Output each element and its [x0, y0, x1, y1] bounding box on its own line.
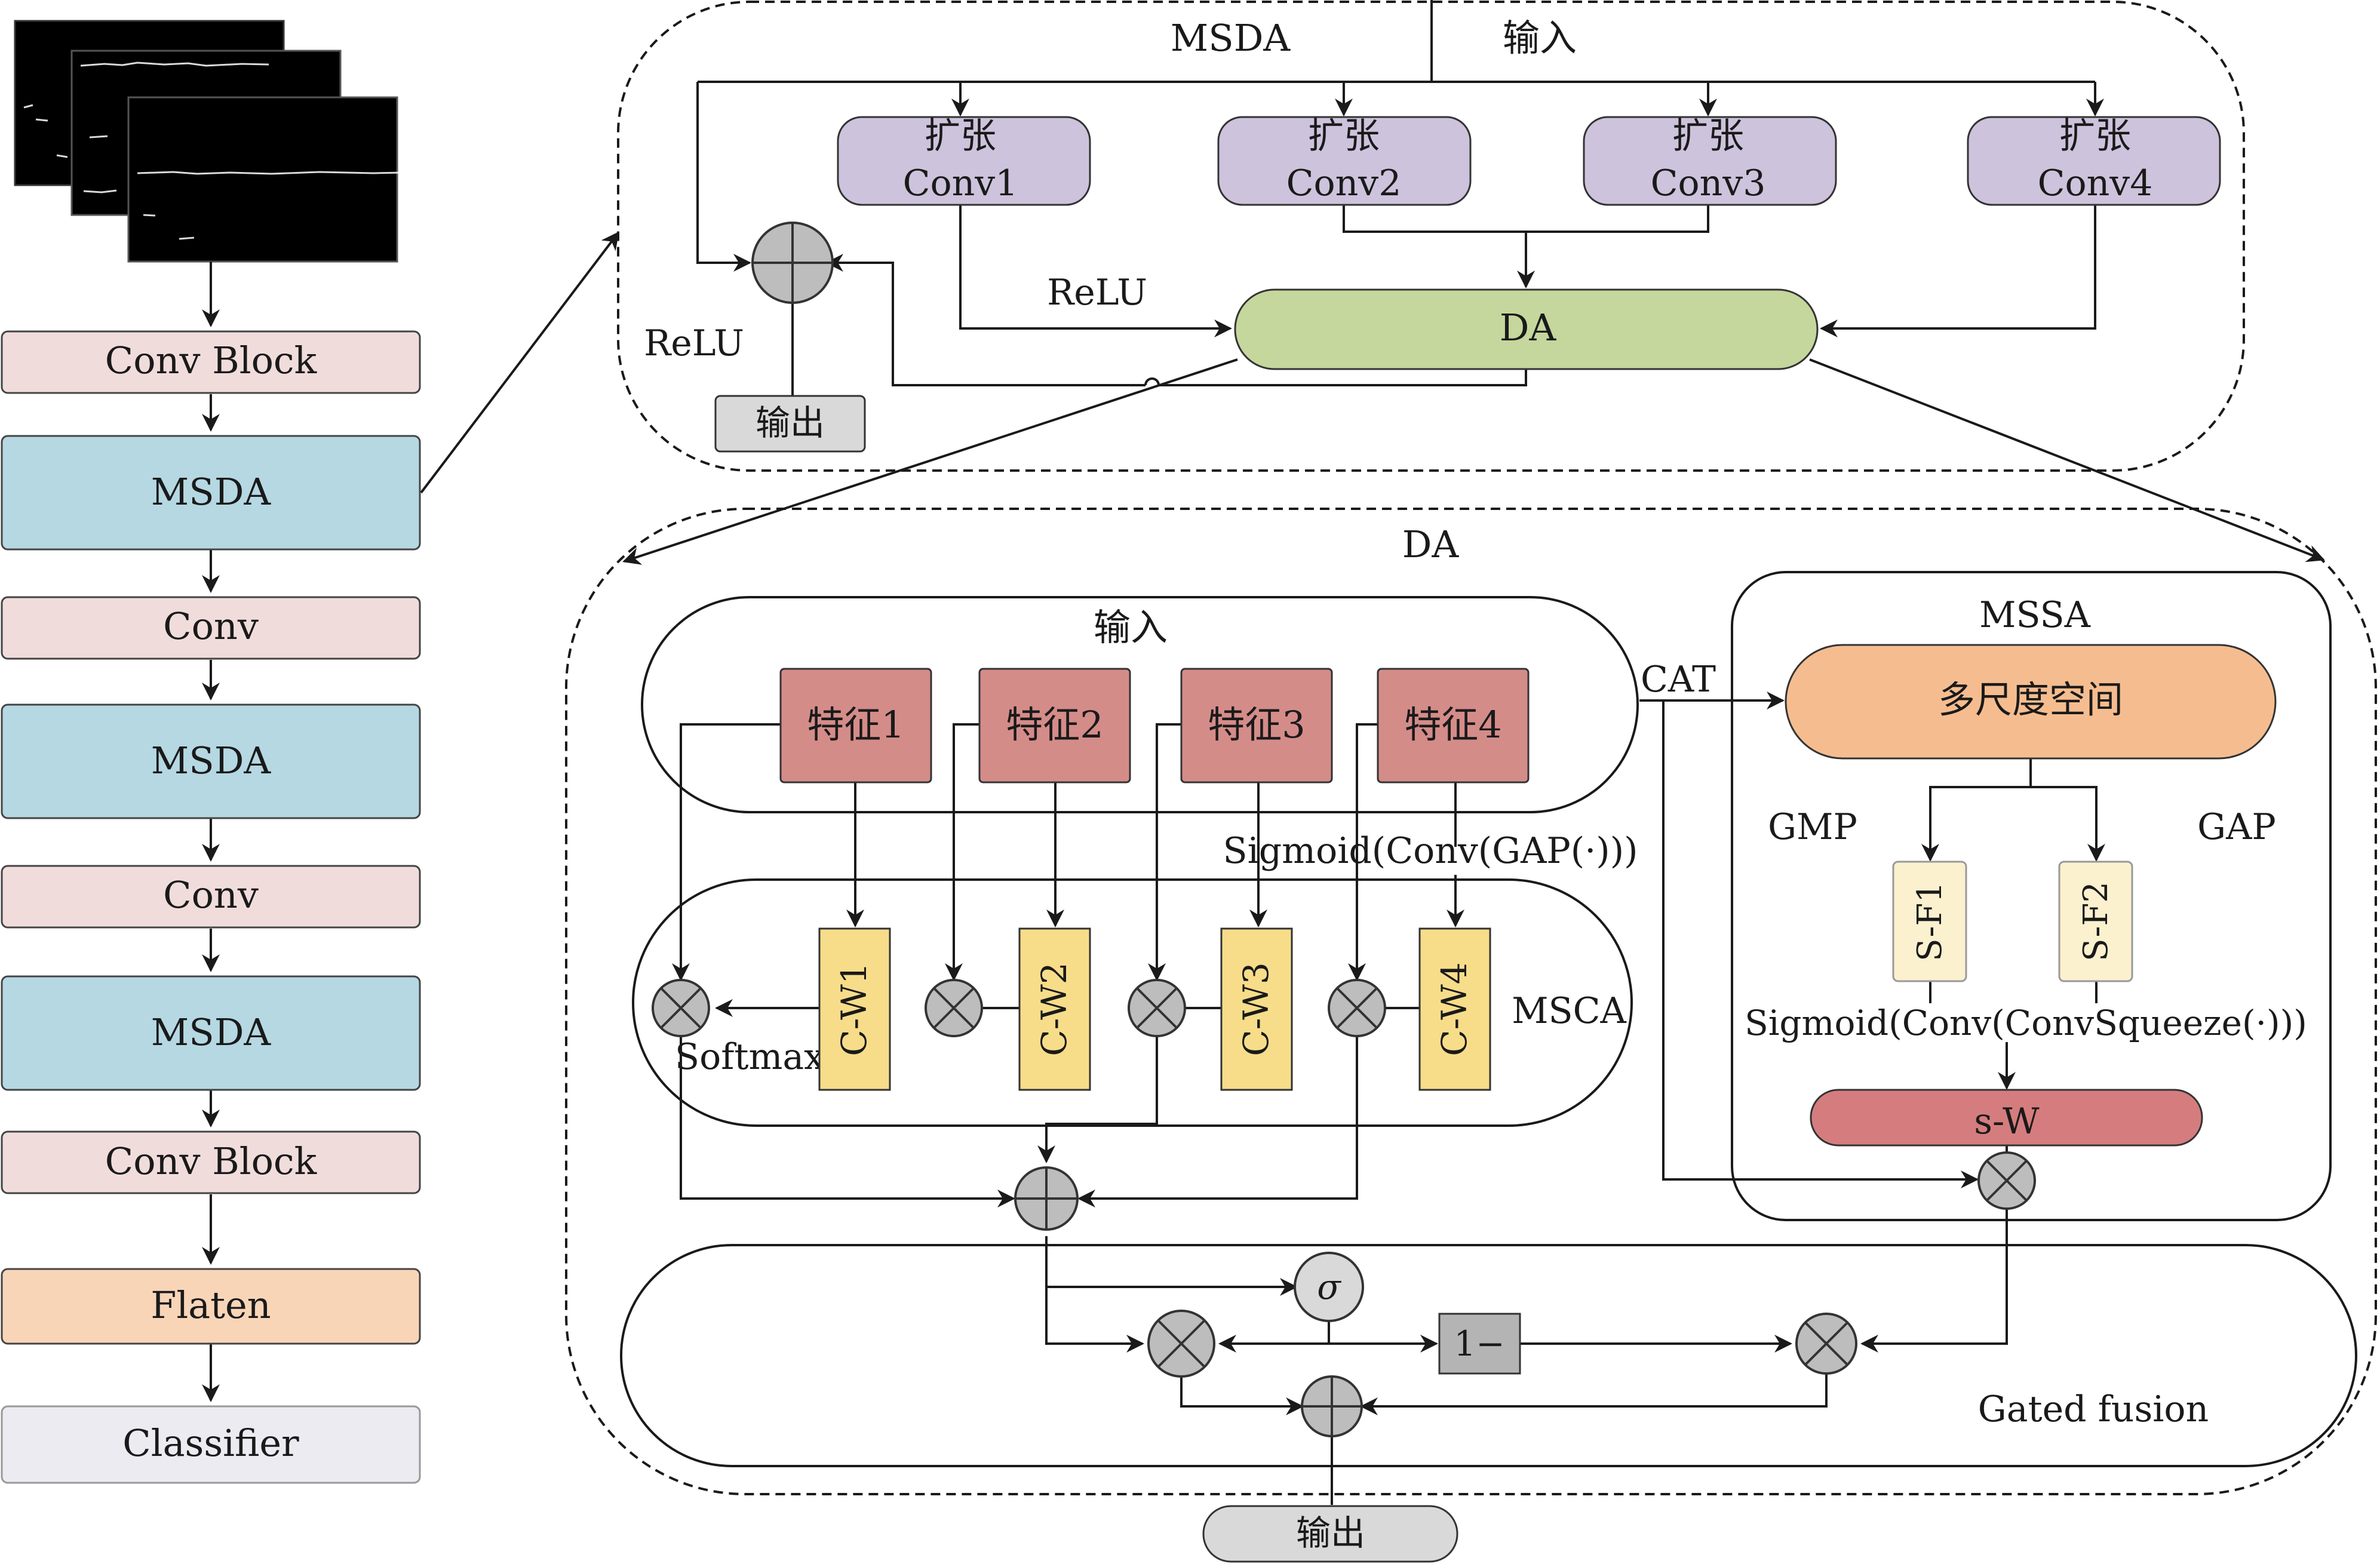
sigmoid-gap-label: Sigmoid(Conv(GAP(·))) — [1223, 830, 1638, 872]
sigma-node: σ — [1294, 1252, 1364, 1322]
feature-3: 特征3 — [1180, 668, 1333, 783]
multiply-node-1 — [652, 979, 710, 1037]
gate-multiply-left — [1147, 1310, 1215, 1378]
conv-1-label: Conv — [163, 604, 259, 648]
gmp-label: GMP — [1768, 806, 1857, 848]
mssa-label: MSSA — [1979, 594, 2091, 636]
msda-block-1: MSDA — [1, 435, 421, 551]
svg-text:扩张: 扩张 — [925, 115, 996, 157]
svg-text:特征1: 特征1 — [807, 703, 904, 746]
svg-text:Conv3: Conv3 — [1651, 162, 1766, 204]
classifier-label: Classifier — [122, 1421, 299, 1465]
conv-block-2: Conv Block — [1, 1130, 421, 1194]
svg-text:特征2: 特征2 — [1006, 703, 1103, 746]
sigmoid-squeeze-label: Sigmoid(Conv(ConvSqueeze(·))) — [1745, 1003, 2307, 1043]
conv-block-1-label: Conv Block — [105, 339, 317, 382]
spatial-feature-2: S-F2 — [2058, 861, 2133, 982]
svg-text:扩张: 扩张 — [1308, 115, 1380, 157]
classifier-block: Classifier — [1, 1405, 421, 1484]
relu-outer-label: ReLU — [644, 322, 744, 364]
conv-block-1: Conv Block — [1, 330, 421, 394]
svg-text:s-W: s-W — [1974, 1101, 2040, 1142]
svg-text:扩张: 扩张 — [1672, 115, 1744, 157]
msda-panel: MSDA 输入 扩张 Conv1 扩 — [617, 0, 2325, 565]
msda-block-2-label: MSDA — [151, 739, 272, 782]
spatial-weight-node: s-W — [1810, 1089, 2203, 1147]
svg-text:Conv4: Conv4 — [2038, 162, 2153, 204]
feature-4: 特征4 — [1377, 668, 1530, 783]
multiply-node-3 — [1128, 979, 1186, 1037]
gated-fusion-label: Gated fusion — [1978, 1388, 2209, 1430]
channel-weight-2: C-W2 — [1018, 927, 1091, 1091]
msda-block-1-label: MSDA — [151, 470, 272, 514]
svg-text:特征4: 特征4 — [1404, 703, 1501, 746]
svg-text:C-W4: C-W4 — [1434, 962, 1475, 1056]
da-output: 输出 — [1202, 1505, 1458, 1563]
relu-inner-label: ReLU — [1047, 272, 1147, 314]
svg-text:Conv2: Conv2 — [1286, 162, 1402, 204]
channel-weight-1: C-W1 — [818, 927, 891, 1091]
sum-node-msda — [751, 222, 834, 304]
svg-text:C-W2: C-W2 — [1034, 962, 1074, 1056]
svg-text:输出: 输出 — [756, 402, 825, 443]
sum-node-msca — [1014, 1166, 1079, 1231]
dilated-conv2: 扩张 Conv2 — [1217, 115, 1472, 206]
svg-text:多尺度空间: 多尺度空间 — [1938, 678, 2123, 721]
svg-text:1−: 1− — [1454, 1323, 1505, 1364]
msda-block-3: MSDA — [1, 975, 421, 1091]
msda-panel-title: MSDA — [1171, 16, 1291, 60]
softmax-label: Softmax — [675, 1036, 824, 1078]
da-input-label: 输入 — [1094, 606, 1168, 649]
msda-input-label: 输入 — [1503, 16, 1577, 60]
svg-text:扩张: 扩张 — [2059, 115, 2131, 157]
flatten-label: Flaten — [151, 1283, 271, 1327]
da-node: DA — [1234, 288, 1819, 370]
svg-text:DA: DA — [1500, 306, 1557, 349]
svg-text:输出: 输出 — [1296, 1513, 1365, 1553]
multiply-node-2 — [925, 979, 983, 1037]
multiscale-space-node: 多尺度空间 — [1785, 644, 2277, 760]
dilated-conv3: 扩张 Conv3 — [1583, 115, 1837, 206]
conv-2-label: Conv — [163, 873, 259, 917]
channel-weight-3: C-W3 — [1220, 927, 1293, 1091]
spatial-feature-1: S-F1 — [1892, 861, 1967, 982]
multiply-node-mssa — [1977, 1151, 2036, 1210]
svg-text:S-F1: S-F1 — [1911, 881, 1949, 961]
dilated-conv4: 扩张 Conv4 — [1967, 115, 2221, 206]
gap-label: GAP — [2197, 806, 2276, 848]
msca-label: MSCA — [1512, 990, 1626, 1032]
msda-output: 输出 — [714, 395, 866, 453]
msda-block-2: MSDA — [1, 703, 421, 819]
svg-text:C-W1: C-W1 — [834, 962, 874, 1056]
gate-sum-node — [1301, 1375, 1363, 1437]
msda-block-3-label: MSDA — [151, 1010, 272, 1054]
da-panel: DA 输入 — [565, 508, 2377, 1563]
channel-weight-4: C-W4 — [1418, 927, 1491, 1091]
svg-text:σ: σ — [1317, 1267, 1341, 1307]
input-image-stack — [14, 20, 404, 263]
conv-2: Conv — [1, 865, 421, 929]
conv-1: Conv — [1, 596, 421, 660]
svg-text:Conv1: Conv1 — [903, 162, 1018, 204]
one-minus-node: 1− — [1438, 1313, 1521, 1375]
gate-multiply-right — [1795, 1313, 1857, 1375]
feature-1: 特征1 — [779, 668, 932, 783]
multiply-node-4 — [1328, 979, 1386, 1037]
cat-label: CAT — [1641, 659, 1716, 700]
flatten-block: Flaten — [1, 1268, 421, 1345]
conv-block-2-label: Conv Block — [105, 1139, 317, 1183]
da-panel-title: DA — [1402, 523, 1460, 566]
svg-text:S-F2: S-F2 — [2077, 881, 2115, 961]
svg-text:特征3: 特征3 — [1208, 703, 1305, 746]
pipeline-arrows — [202, 231, 619, 1402]
dilated-conv1: 扩张 Conv1 — [837, 115, 1091, 206]
feature-2: 特征2 — [978, 668, 1131, 783]
svg-text:C-W3: C-W3 — [1236, 962, 1276, 1056]
